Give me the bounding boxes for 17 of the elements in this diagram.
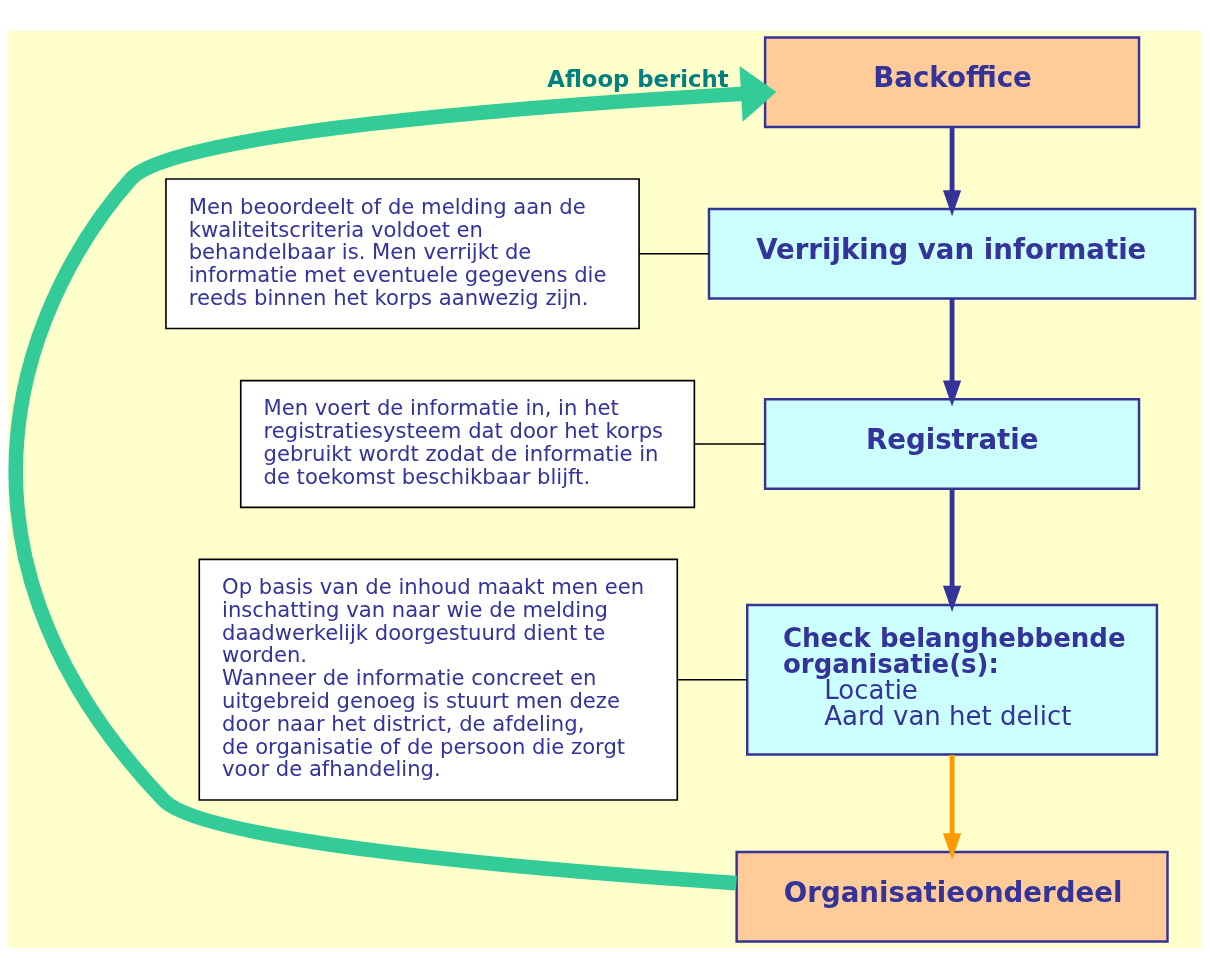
node-box: Men voert de informatie in, in het registratiesysteem dat door het korps gebruikt wordt zodat de informatie in de toekomst beschikbaar blijft. bbox=[239, 379, 696, 508]
arrow bbox=[942, 754, 962, 859]
node-box: Check belanghebbende organisatie(s): Locatie Aard van het delict bbox=[746, 603, 1159, 756]
node-box: Organisatieonderdeel bbox=[735, 850, 1169, 943]
node-box: Men beoordeelt of de melding aan de kwaliteitscriteria voldoet en behandelbaar is. Men verrijkt de informatie met eventuele gegevens die reeds binnen het korps aanwezig zijn. bbox=[165, 177, 640, 329]
node-box: Registratie bbox=[763, 397, 1141, 490]
arrow bbox=[8, 65, 777, 890]
arrow bbox=[942, 126, 962, 216]
arrow bbox=[942, 298, 962, 407]
arrow bbox=[942, 488, 962, 612]
node-box: Op basis van de inhoud maakt men een inschatting van naar wie de melding daadwerkelijk doorgestuurd dient te worden. Wanneer de informatie concreet en uitgebreid genoeg is stuurt men deze door naar het district, de afdeling, de organisatie of de persoon die zorgt voor de afhandeling. bbox=[198, 558, 679, 801]
connector bbox=[676, 678, 748, 681]
connector bbox=[638, 252, 710, 255]
edge-label: Afloop bericht bbox=[547, 65, 729, 92]
node-box: Verrijking van informatie bbox=[707, 207, 1197, 300]
connector bbox=[693, 442, 766, 445]
node-box: Backoffice bbox=[763, 35, 1141, 128]
